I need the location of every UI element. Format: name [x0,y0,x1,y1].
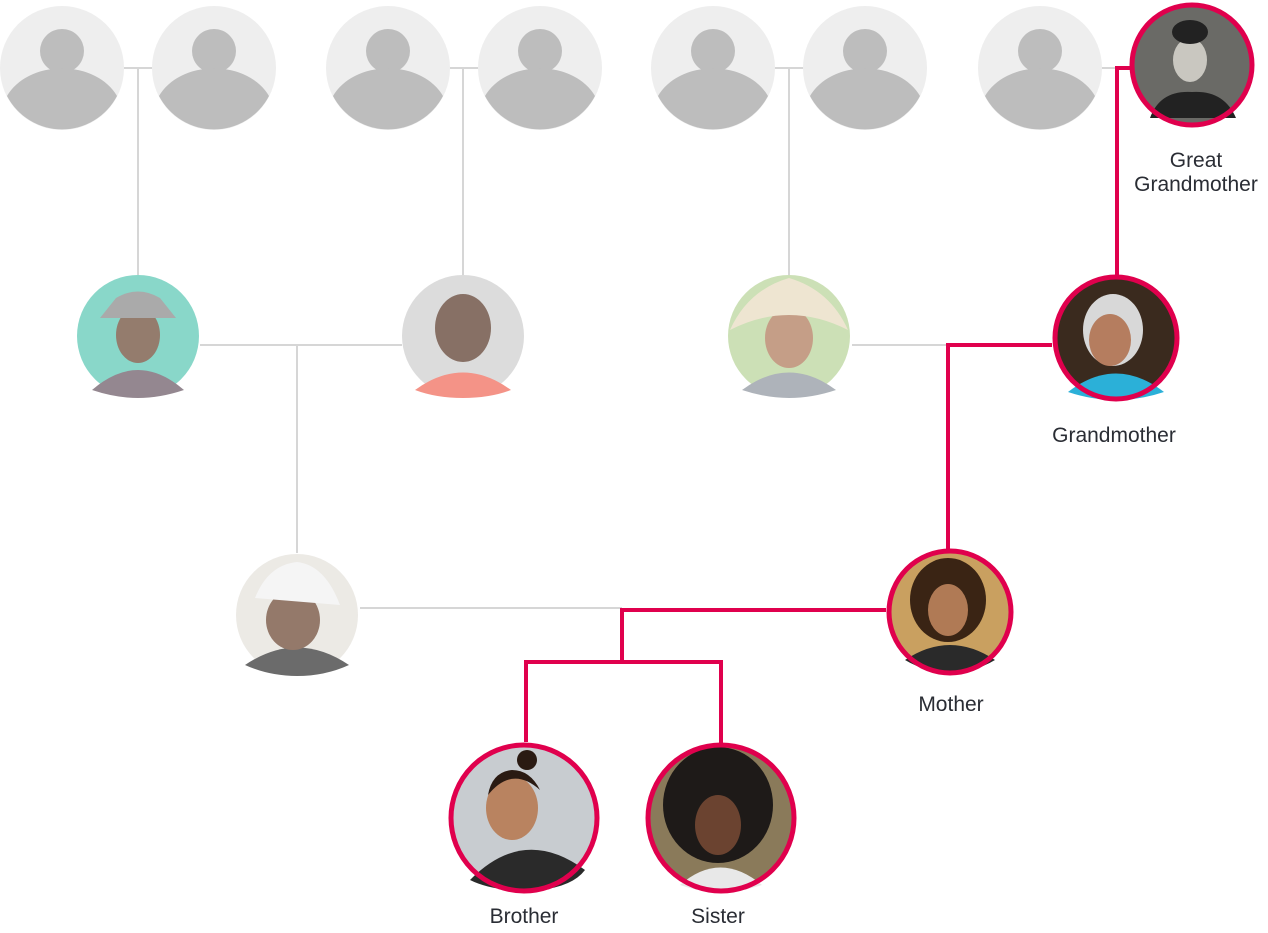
placeholder-avatar-icon[interactable] [978,6,1102,130]
highlighted-lineage [524,66,1130,745]
avatar-maternal-grandfather[interactable] [728,275,850,398]
label-brother: Brother [490,905,559,928]
placeholder-avatar-icon[interactable] [152,6,276,130]
label-great-grandmother-line2: Grandmother [1134,173,1258,196]
avatar-sister[interactable] [645,742,797,894]
placeholder-avatar-icon[interactable] [326,6,450,130]
label-sister: Sister [691,905,745,928]
placeholder-avatar-icon[interactable] [803,6,927,130]
inactive-connectors [124,67,1117,609]
avatar-paternal-grandmother[interactable] [402,275,524,398]
avatar-father[interactable] [236,554,358,676]
avatar-great-grandmother[interactable] [1129,2,1255,128]
label-mother: Mother [918,693,983,716]
unknown-ancestors [0,6,1102,130]
placeholder-avatar-icon[interactable] [0,6,124,130]
avatar-mother[interactable] [886,548,1014,676]
placeholder-avatar-icon[interactable] [478,6,602,130]
avatar-grandmother[interactable] [1052,274,1180,402]
avatar-paternal-grandfather[interactable] [77,275,199,398]
avatar-brother[interactable] [448,742,600,894]
label-grandmother: Grandmother [1052,424,1176,447]
placeholder-avatar-icon[interactable] [651,6,775,130]
label-great-grandmother: Great [1170,149,1223,172]
